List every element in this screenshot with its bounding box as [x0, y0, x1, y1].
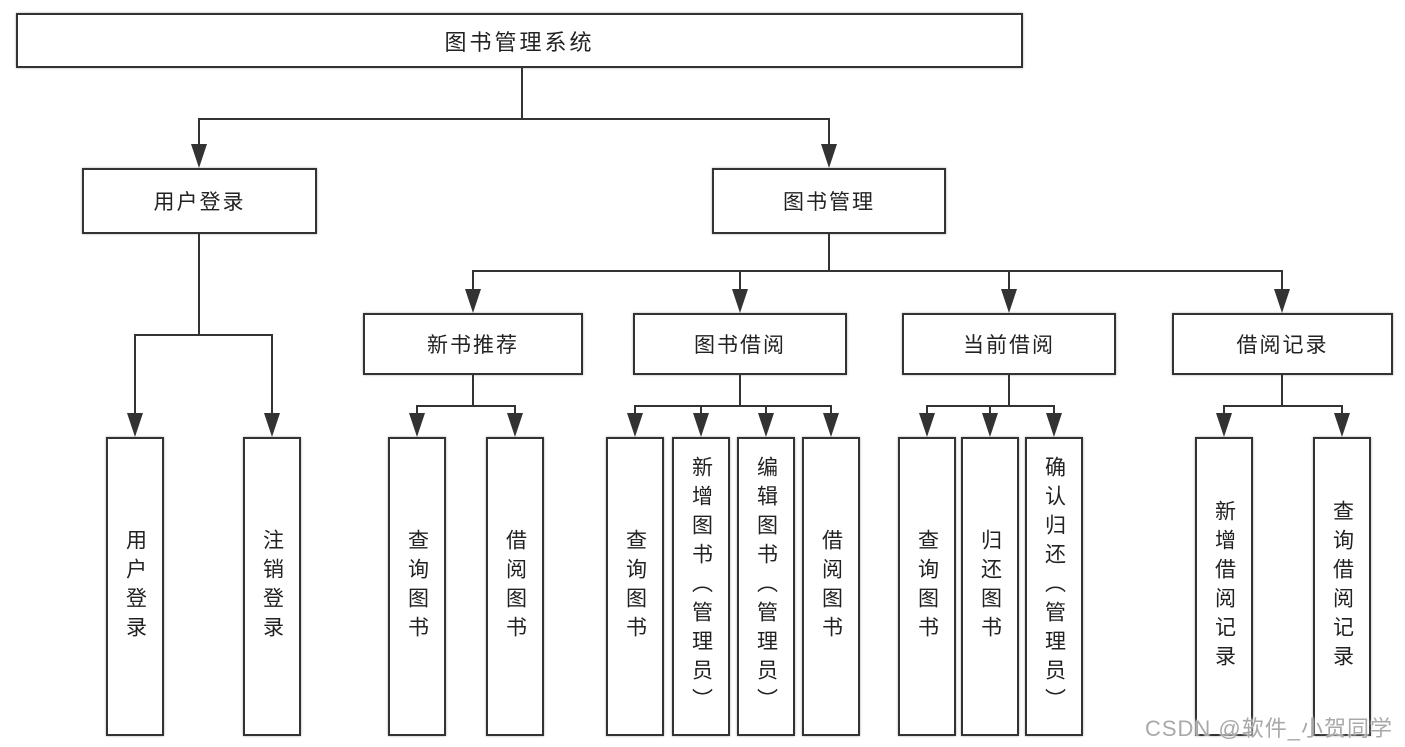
- connector-line: [1008, 270, 1010, 292]
- leaf-records-add-borrowing-record: 新增借阅记录: [1195, 437, 1253, 736]
- connector-line: [134, 334, 273, 336]
- node-book-management: 图书管理: [712, 168, 946, 234]
- connector-line: [1008, 375, 1010, 407]
- node-label: 当前借阅: [963, 334, 1055, 357]
- node-label: 借阅图书: [503, 528, 527, 645]
- node-label: 确认归还（管理员）: [1042, 456, 1066, 717]
- arrowhead-down-icon: [264, 413, 280, 437]
- arrowhead-down-icon: [465, 289, 481, 313]
- node-label: 查询图书: [915, 528, 939, 645]
- connector-line: [828, 234, 830, 272]
- leaf-current-query-books: 查询图书: [898, 437, 956, 736]
- leaf-borrowing-add-books-admin: 新增图书（管理员）: [672, 437, 730, 736]
- leaf-current-return-books: 归还图书: [961, 437, 1019, 736]
- node-user-login: 用户登录: [82, 168, 317, 234]
- node-label: 图书管理: [783, 191, 875, 214]
- arrowhead-down-icon: [1334, 413, 1350, 437]
- node-label: 用户登录: [153, 191, 246, 214]
- arrowhead-down-icon: [1274, 289, 1290, 313]
- node-label: 新书推荐: [427, 334, 519, 357]
- arrowhead-down-icon: [982, 413, 998, 437]
- arrowhead-down-icon: [409, 413, 425, 437]
- leaf-records-query-borrowing-record: 查询借阅记录: [1313, 437, 1371, 736]
- node-label: 编辑图书（管理员）: [754, 456, 778, 717]
- node-current-borrowing: 当前借阅: [902, 313, 1116, 375]
- leaf-current-confirm-return-admin: 确认归还（管理员）: [1025, 437, 1083, 736]
- arrowhead-down-icon: [693, 413, 709, 437]
- node-label: 借阅图书: [819, 528, 843, 645]
- node-label: 图书管理系统: [444, 29, 595, 55]
- connector-line: [1281, 375, 1283, 407]
- arrowhead-down-icon: [823, 413, 839, 437]
- node-label: 新增借阅记录: [1212, 499, 1236, 674]
- arrowhead-down-icon: [758, 413, 774, 437]
- connector-line: [830, 405, 832, 417]
- arrowhead-down-icon: [127, 413, 143, 437]
- node-label: 查询借阅记录: [1330, 499, 1354, 674]
- leaf-recommend-query-books: 查询图书: [388, 437, 446, 736]
- connector-line: [634, 405, 636, 417]
- node-label: 用户登录: [123, 528, 147, 645]
- node-label: 查询图书: [405, 528, 429, 645]
- connector-line: [271, 334, 273, 416]
- arrowhead-down-icon: [507, 413, 523, 437]
- arrowhead-down-icon: [627, 413, 643, 437]
- node-borrowing-records: 借阅记录: [1172, 313, 1393, 375]
- arrowhead-down-icon: [821, 144, 837, 168]
- connector-line: [417, 405, 516, 407]
- leaf-borrowing-query-books: 查询图书: [606, 437, 664, 736]
- node-new-book-recommendation: 新书推荐: [363, 313, 583, 375]
- connector-line: [1281, 270, 1283, 292]
- node-label: 注销登录: [260, 528, 284, 645]
- leaf-recommend-borrow-books: 借阅图书: [486, 437, 544, 736]
- arrowhead-down-icon: [919, 413, 935, 437]
- arrowhead-down-icon: [732, 289, 748, 313]
- connector-line: [926, 405, 928, 417]
- node-book-borrowing: 图书借阅: [633, 313, 847, 375]
- leaf-logout: 注销登录: [243, 437, 301, 736]
- leaf-borrowing-borrow-books: 借阅图书: [802, 437, 860, 736]
- arrowhead-down-icon: [1216, 413, 1232, 437]
- connector-line: [927, 405, 1055, 407]
- csdn-watermark: CSDN @软件_小贺同学: [1144, 716, 1393, 741]
- connector-line: [198, 118, 200, 148]
- leaf-user-login: 用户登录: [106, 437, 164, 736]
- connector-line: [134, 334, 136, 416]
- node-label: 查询图书: [623, 528, 647, 645]
- connector-line: [521, 68, 523, 120]
- connector-line: [989, 405, 991, 417]
- connector-line: [739, 375, 741, 407]
- arrowhead-down-icon: [191, 144, 207, 168]
- connector-line: [765, 405, 767, 417]
- connector-line: [828, 118, 830, 148]
- connector-line: [635, 405, 832, 407]
- node-label: 借阅记录: [1236, 334, 1329, 357]
- connector-line: [1224, 405, 1343, 407]
- connector-line: [739, 270, 741, 292]
- arrowhead-down-icon: [1001, 289, 1017, 313]
- node-label: 归还图书: [978, 528, 1002, 645]
- connector-line: [514, 405, 516, 417]
- node-label: 图书借阅: [694, 334, 786, 357]
- connector-line: [198, 118, 830, 120]
- connector-line: [1341, 405, 1343, 417]
- connector-line: [416, 405, 418, 417]
- leaf-borrowing-edit-books-admin: 编辑图书（管理员）: [737, 437, 795, 736]
- connector-line: [472, 270, 474, 292]
- arrowhead-down-icon: [1046, 413, 1062, 437]
- connector-line: [1053, 405, 1055, 417]
- connector-line: [700, 405, 702, 417]
- connector-line: [1223, 405, 1225, 417]
- node-library-management-system: 图书管理系统: [16, 13, 1023, 68]
- node-label: 新增图书（管理员）: [689, 456, 713, 717]
- connector-line: [198, 234, 200, 336]
- connector-line: [472, 270, 1283, 272]
- connector-line: [472, 375, 474, 407]
